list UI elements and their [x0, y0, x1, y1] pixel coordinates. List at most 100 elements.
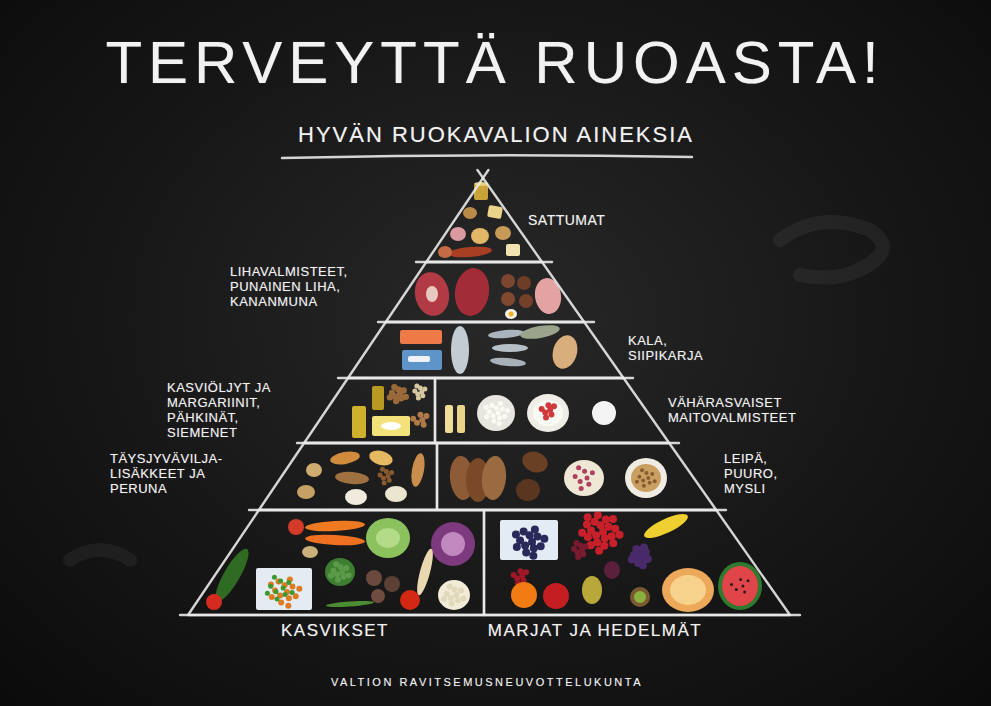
food-item	[573, 474, 578, 479]
food-item	[391, 384, 397, 390]
food-item	[520, 528, 528, 536]
chalk-outline	[437, 443, 716, 510]
pyramid-section: MARJAT JA HEDELMÄT	[481, 507, 793, 644]
section-label: VÄHÄRASVAISET MAITOVALMISTEET	[668, 396, 848, 426]
pyramid-section: KASVIKSET	[185, 507, 487, 644]
food-item	[743, 591, 746, 594]
food-item	[450, 227, 466, 241]
food-item	[497, 421, 502, 426]
food-item	[452, 266, 492, 318]
food-item	[402, 350, 442, 370]
food-item	[448, 245, 493, 259]
pyramid-section: LIHAVALMISTEET, PUNAINEN LIHA, KANANMUNA	[227, 259, 588, 325]
food-item	[548, 411, 554, 417]
food-item	[393, 398, 399, 404]
food-item	[540, 535, 548, 543]
food-item	[305, 519, 365, 532]
food-item	[400, 590, 420, 610]
food-item	[529, 552, 537, 560]
food-item	[505, 408, 510, 413]
food-item	[285, 603, 291, 609]
food-item	[604, 561, 620, 579]
food-item	[447, 584, 453, 590]
food-item	[283, 592, 288, 597]
food-item	[421, 422, 427, 428]
food-item	[642, 484, 646, 488]
food-item	[517, 276, 531, 290]
chalk-outline	[259, 443, 437, 510]
food-item	[608, 532, 616, 540]
food-item	[389, 470, 394, 475]
food-item	[735, 588, 738, 591]
food-item	[416, 396, 421, 401]
section-label: TÄYSJYVÄVILJA- LISÄKKEET JA PERUNA	[110, 452, 250, 497]
food-item	[602, 515, 610, 523]
chalk-outline	[426, 178, 542, 262]
food-item	[335, 577, 341, 583]
food-item	[522, 549, 530, 557]
food-item	[578, 479, 583, 484]
food-item	[527, 394, 569, 432]
food-item	[635, 480, 639, 484]
food-item	[583, 543, 589, 549]
food-item	[325, 558, 355, 586]
food-item	[477, 395, 515, 431]
food-item	[632, 545, 640, 553]
food-item	[206, 594, 222, 610]
food-item	[286, 580, 291, 585]
food-item	[345, 489, 367, 505]
food-item	[595, 547, 603, 555]
food-item	[444, 591, 450, 597]
food-item	[601, 534, 609, 542]
food-item	[639, 561, 647, 569]
food-item	[495, 226, 511, 240]
food-item	[417, 412, 423, 418]
food-item	[329, 449, 361, 466]
food-item	[296, 586, 302, 592]
food-item	[583, 520, 591, 528]
food-item	[409, 452, 427, 488]
food-item	[519, 448, 550, 476]
food-item	[609, 539, 617, 547]
food-item	[501, 292, 515, 306]
chalk-outline	[484, 510, 790, 615]
pyramid-section: KASVIÖLJYT JA MARGARIINIT, PÄHKINÄT, SIE…	[164, 375, 438, 446]
food-item	[268, 584, 273, 589]
food-item	[272, 575, 277, 580]
food-item	[372, 416, 410, 436]
food-item	[564, 460, 604, 496]
food-item	[445, 405, 453, 433]
food-item	[438, 246, 452, 258]
food-item	[289, 584, 295, 590]
food-item	[414, 383, 419, 388]
food-item	[616, 531, 624, 539]
food-item	[484, 414, 489, 419]
food-item	[490, 356, 527, 367]
section-label: KASVIKSET	[281, 621, 389, 641]
food-item	[400, 387, 406, 393]
food-item	[641, 479, 645, 483]
food-item	[648, 481, 652, 485]
food-item	[290, 590, 295, 595]
section-label: MARJAT JA HEDELMÄT	[488, 621, 702, 641]
food-item	[352, 406, 366, 438]
food-item	[571, 546, 577, 552]
food-item	[484, 405, 489, 410]
food-item	[634, 591, 646, 603]
chalk-outline	[348, 322, 624, 378]
food-item	[489, 403, 494, 408]
food-item	[458, 588, 464, 594]
food-item	[328, 573, 334, 579]
food-item	[420, 393, 425, 398]
food-item	[302, 546, 318, 558]
food-item	[502, 414, 507, 419]
food-item	[457, 405, 465, 433]
food-item	[592, 401, 616, 425]
food-item	[514, 477, 541, 503]
food-item	[718, 562, 762, 610]
food-item	[604, 523, 612, 531]
food-item	[326, 600, 374, 608]
